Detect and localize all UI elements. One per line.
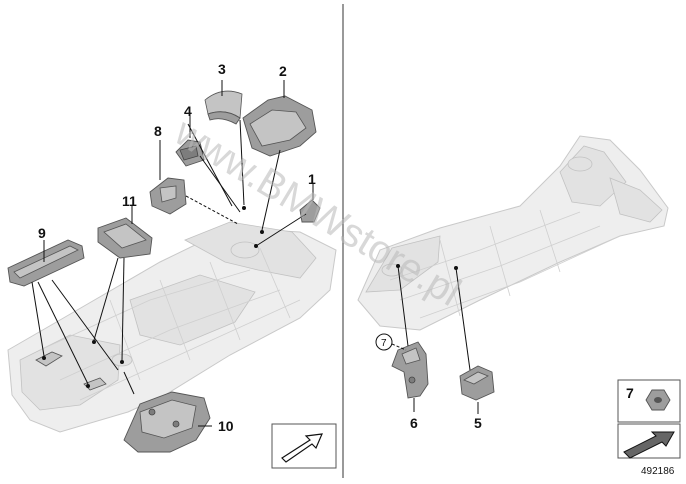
reference-callout-7: 7 bbox=[375, 333, 393, 351]
label-2: 2 bbox=[279, 63, 287, 79]
leader-lines-left bbox=[31, 80, 314, 427]
diagram-number: 492186 bbox=[641, 466, 675, 477]
label-8: 8 bbox=[154, 123, 162, 139]
part-9-cover-strip bbox=[7, 239, 85, 287]
orientation-box-left bbox=[271, 423, 337, 469]
label-11: 11 bbox=[122, 193, 137, 209]
part-3-wheel-arch-cover bbox=[204, 90, 243, 125]
part-8-bracket bbox=[149, 177, 187, 215]
leader-lines-right bbox=[391, 264, 479, 414]
orientation-box-right bbox=[617, 423, 681, 459]
part-1-clip bbox=[299, 199, 321, 223]
left-underbody bbox=[7, 221, 337, 433]
label-6: 6 bbox=[410, 415, 418, 431]
right-underbody bbox=[357, 135, 669, 331]
callout-7-number: 7 bbox=[381, 338, 387, 349]
label-1: 1 bbox=[308, 171, 316, 187]
label-3: 3 bbox=[218, 61, 226, 77]
label-5: 5 bbox=[474, 415, 482, 431]
part-5-bracket bbox=[459, 365, 495, 401]
legend-item-7-box: 7 bbox=[617, 379, 681, 423]
label-4: 4 bbox=[184, 103, 192, 119]
legend-item-7-label: 7 bbox=[626, 385, 634, 401]
part-10-heat-shield bbox=[123, 391, 211, 453]
label-9: 9 bbox=[38, 225, 46, 241]
part-2-heat-shield bbox=[242, 95, 317, 157]
part-11-cover bbox=[97, 217, 153, 259]
label-10: 10 bbox=[218, 418, 234, 434]
part-4-bracket bbox=[175, 139, 205, 167]
part-6-bracket bbox=[391, 341, 429, 399]
